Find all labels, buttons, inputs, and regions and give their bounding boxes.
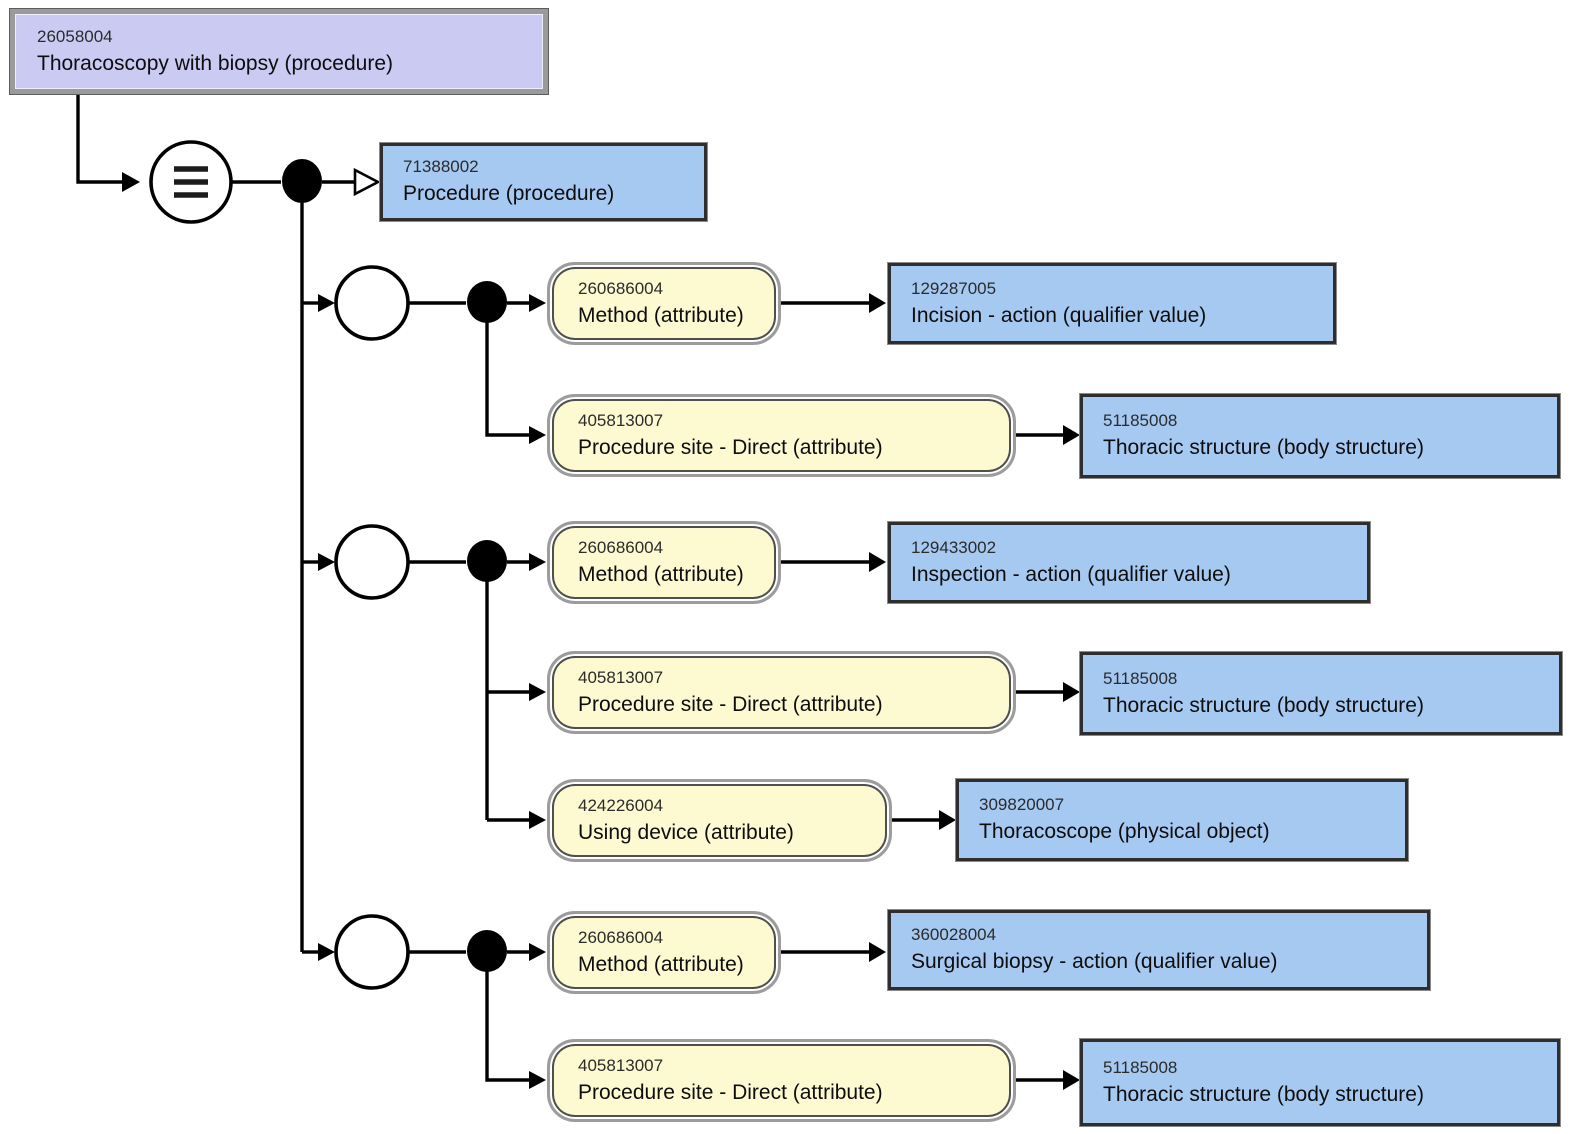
attribute-term: Method (attribute) xyxy=(578,562,744,586)
concept-term: Incision - action (qualifier value) xyxy=(911,303,1207,327)
concept-term: Thoracic structure (body structure) xyxy=(1103,1082,1424,1106)
concept-box-surgical-biopsy-action: 360028004 Surgical biopsy - action (qual… xyxy=(888,910,1430,990)
concept-id: 51185008 xyxy=(1103,411,1178,431)
concept-id: 129433002 xyxy=(911,537,997,557)
role-group-icon xyxy=(334,914,410,990)
attribute-box-procedure-site-g2: 405813007 Procedure site - Direct (attri… xyxy=(547,651,1016,734)
attribute-box-method-g2: 260686004 Method (attribute) xyxy=(547,521,781,604)
arrowhead-icon xyxy=(529,294,546,312)
arrowhead-icon xyxy=(529,553,546,571)
attribute-box-procedure-site-g3: 405813007 Procedure site - Direct (attri… xyxy=(547,1039,1016,1122)
concept-id: 71388002 xyxy=(403,157,479,177)
concept-id: 129287005 xyxy=(911,278,997,298)
concept-box-thoracic-structure-g1: 51185008 Thoracic structure (body struct… xyxy=(1080,394,1560,478)
connector-g3-stem xyxy=(485,970,529,1082)
arrowhead-icon xyxy=(1063,682,1080,702)
attribute-box-method-g3: 260686004 Method (attribute) xyxy=(547,911,781,994)
attribute-id: 260686004 xyxy=(578,278,664,298)
arrowhead-icon xyxy=(939,810,956,830)
concept-box-thoracic-structure-g3: 51185008 Thoracic structure (body struct… xyxy=(1080,1039,1560,1126)
connector-g1-stem xyxy=(485,321,529,437)
arrowhead-icon xyxy=(1063,1070,1080,1090)
attribute-id: 405813007 xyxy=(578,1055,664,1075)
concept-term: Surgical biopsy - action (qualifier valu… xyxy=(911,950,1278,974)
attribute-term: Method (attribute) xyxy=(578,952,744,976)
concept-id: 51185008 xyxy=(1103,668,1178,688)
connector-g2-stem xyxy=(485,580,529,822)
attribute-id: 405813007 xyxy=(578,667,664,687)
arrowhead-icon xyxy=(318,553,335,571)
arrowhead-icon xyxy=(122,172,140,192)
concept-term: Thoracoscopy with biopsy (procedure) xyxy=(37,51,393,75)
arrowhead-icon xyxy=(318,943,335,961)
and-node-icon xyxy=(467,540,507,582)
concept-box-thoracic-structure-g2: 51185008 Thoracic structure (body struct… xyxy=(1080,652,1562,735)
concept-box-thoracoscopy-with-biopsy: 26058004 Thoracoscopy with biopsy (proce… xyxy=(10,9,548,94)
attribute-term: Procedure site - Direct (attribute) xyxy=(578,435,883,459)
concept-term: Inspection - action (qualifier value) xyxy=(911,562,1231,586)
concept-box-inspection-action: 129433002 Inspection - action (qualifier… xyxy=(888,522,1370,603)
concept-term: Thoracic structure (body structure) xyxy=(1103,436,1424,460)
attribute-term: Method (attribute) xyxy=(578,303,744,327)
and-node-icon xyxy=(467,930,507,972)
concept-id: 26058004 xyxy=(37,26,113,46)
fully-defined-icon xyxy=(149,140,233,224)
concept-id: 360028004 xyxy=(911,925,997,945)
concept-term: Procedure (procedure) xyxy=(403,182,615,206)
and-node-icon xyxy=(467,281,507,323)
concept-box-procedure: 71388002 Procedure (procedure) xyxy=(380,143,707,221)
arrowhead-icon xyxy=(529,1071,546,1089)
concept-id: 309820007 xyxy=(979,795,1065,815)
is-a-arrow-icon xyxy=(353,167,381,197)
arrowhead-icon xyxy=(318,294,335,312)
concept-term: Thoracoscope (physical object) xyxy=(979,820,1270,844)
attribute-term: Procedure site - Direct (attribute) xyxy=(578,1080,883,1104)
connector-lines xyxy=(76,94,1063,1082)
attribute-box-method-g1: 260686004 Method (attribute) xyxy=(547,262,781,345)
concept-box-thoracoscope: 309820007 Thoracoscope (physical object) xyxy=(956,779,1408,861)
arrowhead-icon xyxy=(529,683,546,701)
concept-id: 51185008 xyxy=(1103,1057,1178,1077)
role-group-icon xyxy=(334,524,410,600)
attribute-box-procedure-site-g1: 405813007 Procedure site - Direct (attri… xyxy=(547,394,1016,477)
arrowhead-icon xyxy=(529,943,546,961)
concept-box-incision-action: 129287005 Incision - action (qualifier v… xyxy=(888,263,1336,344)
attribute-term: Using device (attribute) xyxy=(578,820,794,844)
arrowhead-icon xyxy=(869,552,886,572)
arrowhead-icon xyxy=(869,293,886,313)
attribute-box-using-device-g2: 424226004 Using device (attribute) xyxy=(547,779,892,862)
arrowheads xyxy=(122,172,1080,1090)
role-group-icon xyxy=(334,265,410,341)
arrowhead-icon xyxy=(529,811,546,829)
and-node-icon xyxy=(282,159,322,203)
arrowhead-icon xyxy=(869,942,886,962)
concept-term: Thoracic structure (body structure) xyxy=(1103,693,1424,717)
connector-concept-to-definition xyxy=(76,94,123,184)
attribute-id: 260686004 xyxy=(578,927,664,947)
arrowhead-icon xyxy=(1063,425,1080,445)
attribute-id: 424226004 xyxy=(578,795,664,815)
arrowhead-icon xyxy=(529,426,546,444)
attribute-term: Procedure site - Direct (attribute) xyxy=(578,692,883,716)
attribute-id: 405813007 xyxy=(578,410,664,430)
attribute-id: 260686004 xyxy=(578,537,664,557)
